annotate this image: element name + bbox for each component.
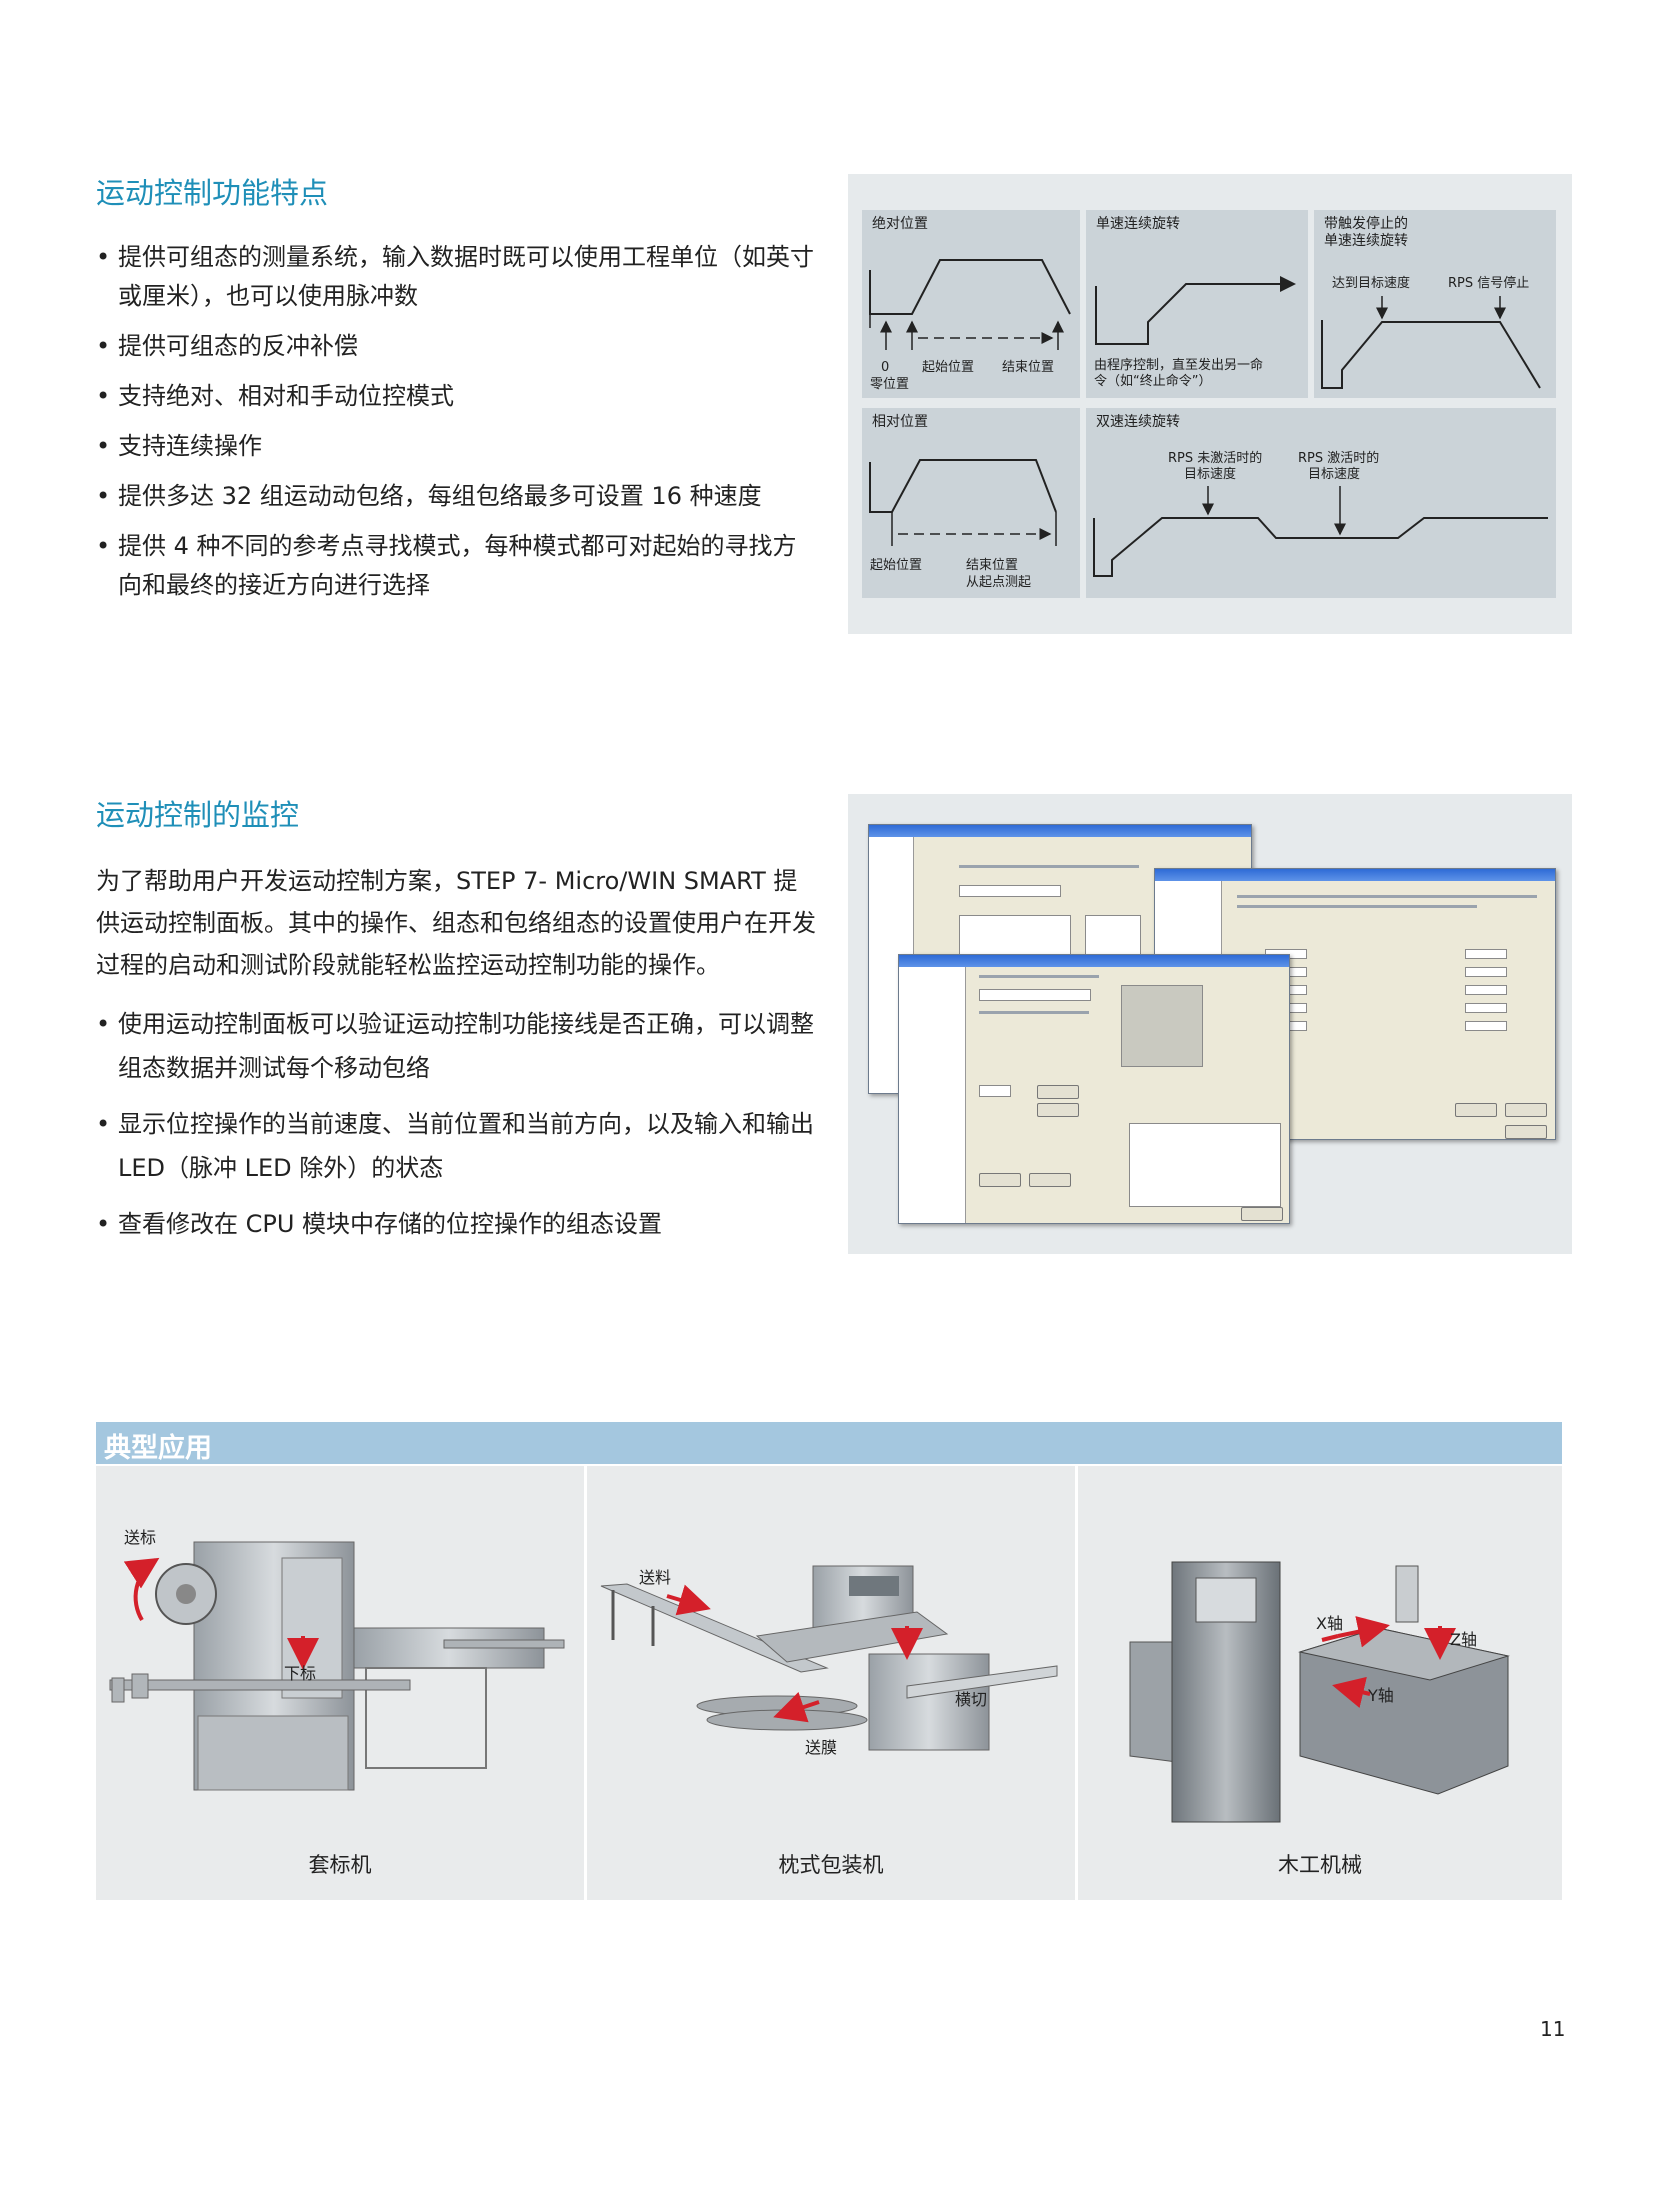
sleeve-labeler-illustration	[109, 1541, 565, 1791]
end-position-label: 结束位置	[966, 558, 1019, 573]
list-item: 查看修改在 CPU 模块中存储的位控操作的组态设置	[96, 1202, 820, 1246]
callout-label: 送料	[639, 1568, 672, 1587]
diagram-title: 相对位置	[872, 414, 928, 430]
dual-speed-diagram: 双速连续旋转 RPS 未激活时的 目标速度 RPS 激活时的 目标速度	[1086, 408, 1556, 598]
callout-label: 送标	[124, 1528, 157, 1547]
monitoring-list: 使用运动控制面板可以验证运动控制功能接线是否正确，可以调整组态数据并测试每个移动…	[96, 1002, 820, 1257]
software-window	[898, 954, 1290, 1224]
list-item: 提供多达 32 组运动动包络，每组包络最多可设置 16 种速度	[96, 477, 820, 516]
diagram-title-line-1: 带触发停止的	[1324, 216, 1408, 232]
list-item: 提供可组态的测量系统，输入数据时既可以使用工程单位（如英寸或厘米），也可以使用脉…	[96, 238, 820, 316]
application-panel-woodworking: X轴 Z轴 Y轴 木工机械	[1078, 1466, 1562, 1900]
callout-label: Z轴	[1450, 1630, 1477, 1649]
monitoring-title: 运动控制的监控	[96, 798, 300, 832]
list-item: 提供可组态的反冲补偿	[96, 327, 820, 366]
application-caption: 木工机械	[1278, 1853, 1362, 1877]
callout-label: 送膜	[805, 1738, 838, 1757]
applications-header: 典型应用	[96, 1422, 1562, 1464]
callout-label: Y轴	[1368, 1686, 1394, 1705]
list-item: 显示位控操作的当前速度、当前位置和当前方向，以及输入和输出 LED（脉冲 LED…	[96, 1102, 820, 1190]
rps-active-label-2: 目标速度	[1308, 467, 1361, 482]
list-item: 使用运动控制面板可以验证运动控制功能接线是否正确，可以调整组态数据并测试每个移动…	[96, 1002, 820, 1090]
note-line-2: 令（如“终止命令”）	[1094, 374, 1212, 389]
application-caption: 套标机	[308, 1853, 372, 1877]
application-panel-sleeve-labeler: 送标 下标 套标机	[96, 1466, 584, 1900]
relative-position-graph	[869, 459, 1057, 546]
diagram-title: 绝对位置	[872, 216, 928, 232]
diagram-title: 单速连续旋转	[1096, 216, 1180, 232]
callout-label: 下标	[284, 1664, 317, 1683]
list-item: 支持绝对、相对和手动位控模式	[96, 377, 820, 416]
absolute-position-diagram: 绝对位置 0 零位置 起始位置 结束位置	[862, 210, 1080, 398]
dual-speed-graph	[1093, 486, 1548, 577]
reach-target-speed-label: 达到目标速度	[1332, 276, 1411, 291]
single-speed-graph	[1095, 276, 1296, 345]
applications-title: 典型应用	[104, 1433, 212, 1464]
rps-inactive-label-1: RPS 未激活时的	[1168, 451, 1263, 466]
features-list: 提供可组态的测量系统，输入数据时既可以使用工程单位（如英寸或厘米），也可以使用脉…	[96, 238, 820, 616]
absolute-position-graph	[869, 259, 1071, 350]
callout-label: 横切	[955, 1690, 988, 1709]
rps-stop-label: RPS 信号停止	[1448, 276, 1530, 291]
monitoring-paragraph: 为了帮助用户开发运动控制方案，STEP 7- Micro/WIN SMART 提…	[96, 867, 816, 979]
rps-active-label-1: RPS 激活时的	[1298, 451, 1380, 466]
woodworking-illustration	[1129, 1561, 1510, 1823]
end-position-label: 结束位置	[1002, 360, 1055, 375]
single-speed-diagram: 单速连续旋转 由程序控制，直至发出另一命 令（如“终止命令”）	[1086, 210, 1308, 398]
application-caption: 枕式包装机	[778, 1853, 884, 1877]
page-number: 11	[1540, 2017, 1566, 2041]
list-item: 支持连续操作	[96, 427, 820, 466]
control-panel-screenshot	[848, 794, 1572, 1254]
list-item: 提供 4 种不同的参考点寻找模式，每种模式都可对起始的寻找方向和最终的接近方向进…	[96, 527, 820, 605]
rps-inactive-label-2: 目标速度	[1184, 467, 1237, 482]
trigger-stop-diagram: 带触发停止的 单速连续旋转 达到目标速度 RPS 信号停止	[1314, 210, 1556, 398]
trigger-stop-graph	[1321, 296, 1541, 389]
motion-diagram-panel: 绝对位置 0 零位置 起始位置 结束位置 单速连续旋转 由程序控制，直至发出另一…	[848, 174, 1572, 634]
callout-label: X轴	[1316, 1614, 1343, 1633]
relative-position-diagram: 相对位置 起始位置 结束位置 从起点测起	[862, 408, 1080, 598]
features-title: 运动控制功能特点	[96, 176, 329, 210]
application-panel-pillow-packer: 送料 横切 送膜 枕式包装机	[587, 1466, 1075, 1900]
diagram-title-line-2: 单速连续旋转	[1324, 233, 1408, 249]
from-start-label: 从起点测起	[966, 575, 1032, 590]
zero-label: 0	[881, 360, 890, 375]
note-line-1: 由程序控制，直至发出另一命	[1094, 358, 1264, 373]
zero-position-label: 零位置	[870, 377, 910, 392]
diagram-title: 双速连续旋转	[1096, 414, 1180, 430]
start-position-label: 起始位置	[870, 558, 923, 573]
start-position-label: 起始位置	[922, 360, 975, 375]
pillow-packer-illustration	[600, 1565, 1058, 1751]
